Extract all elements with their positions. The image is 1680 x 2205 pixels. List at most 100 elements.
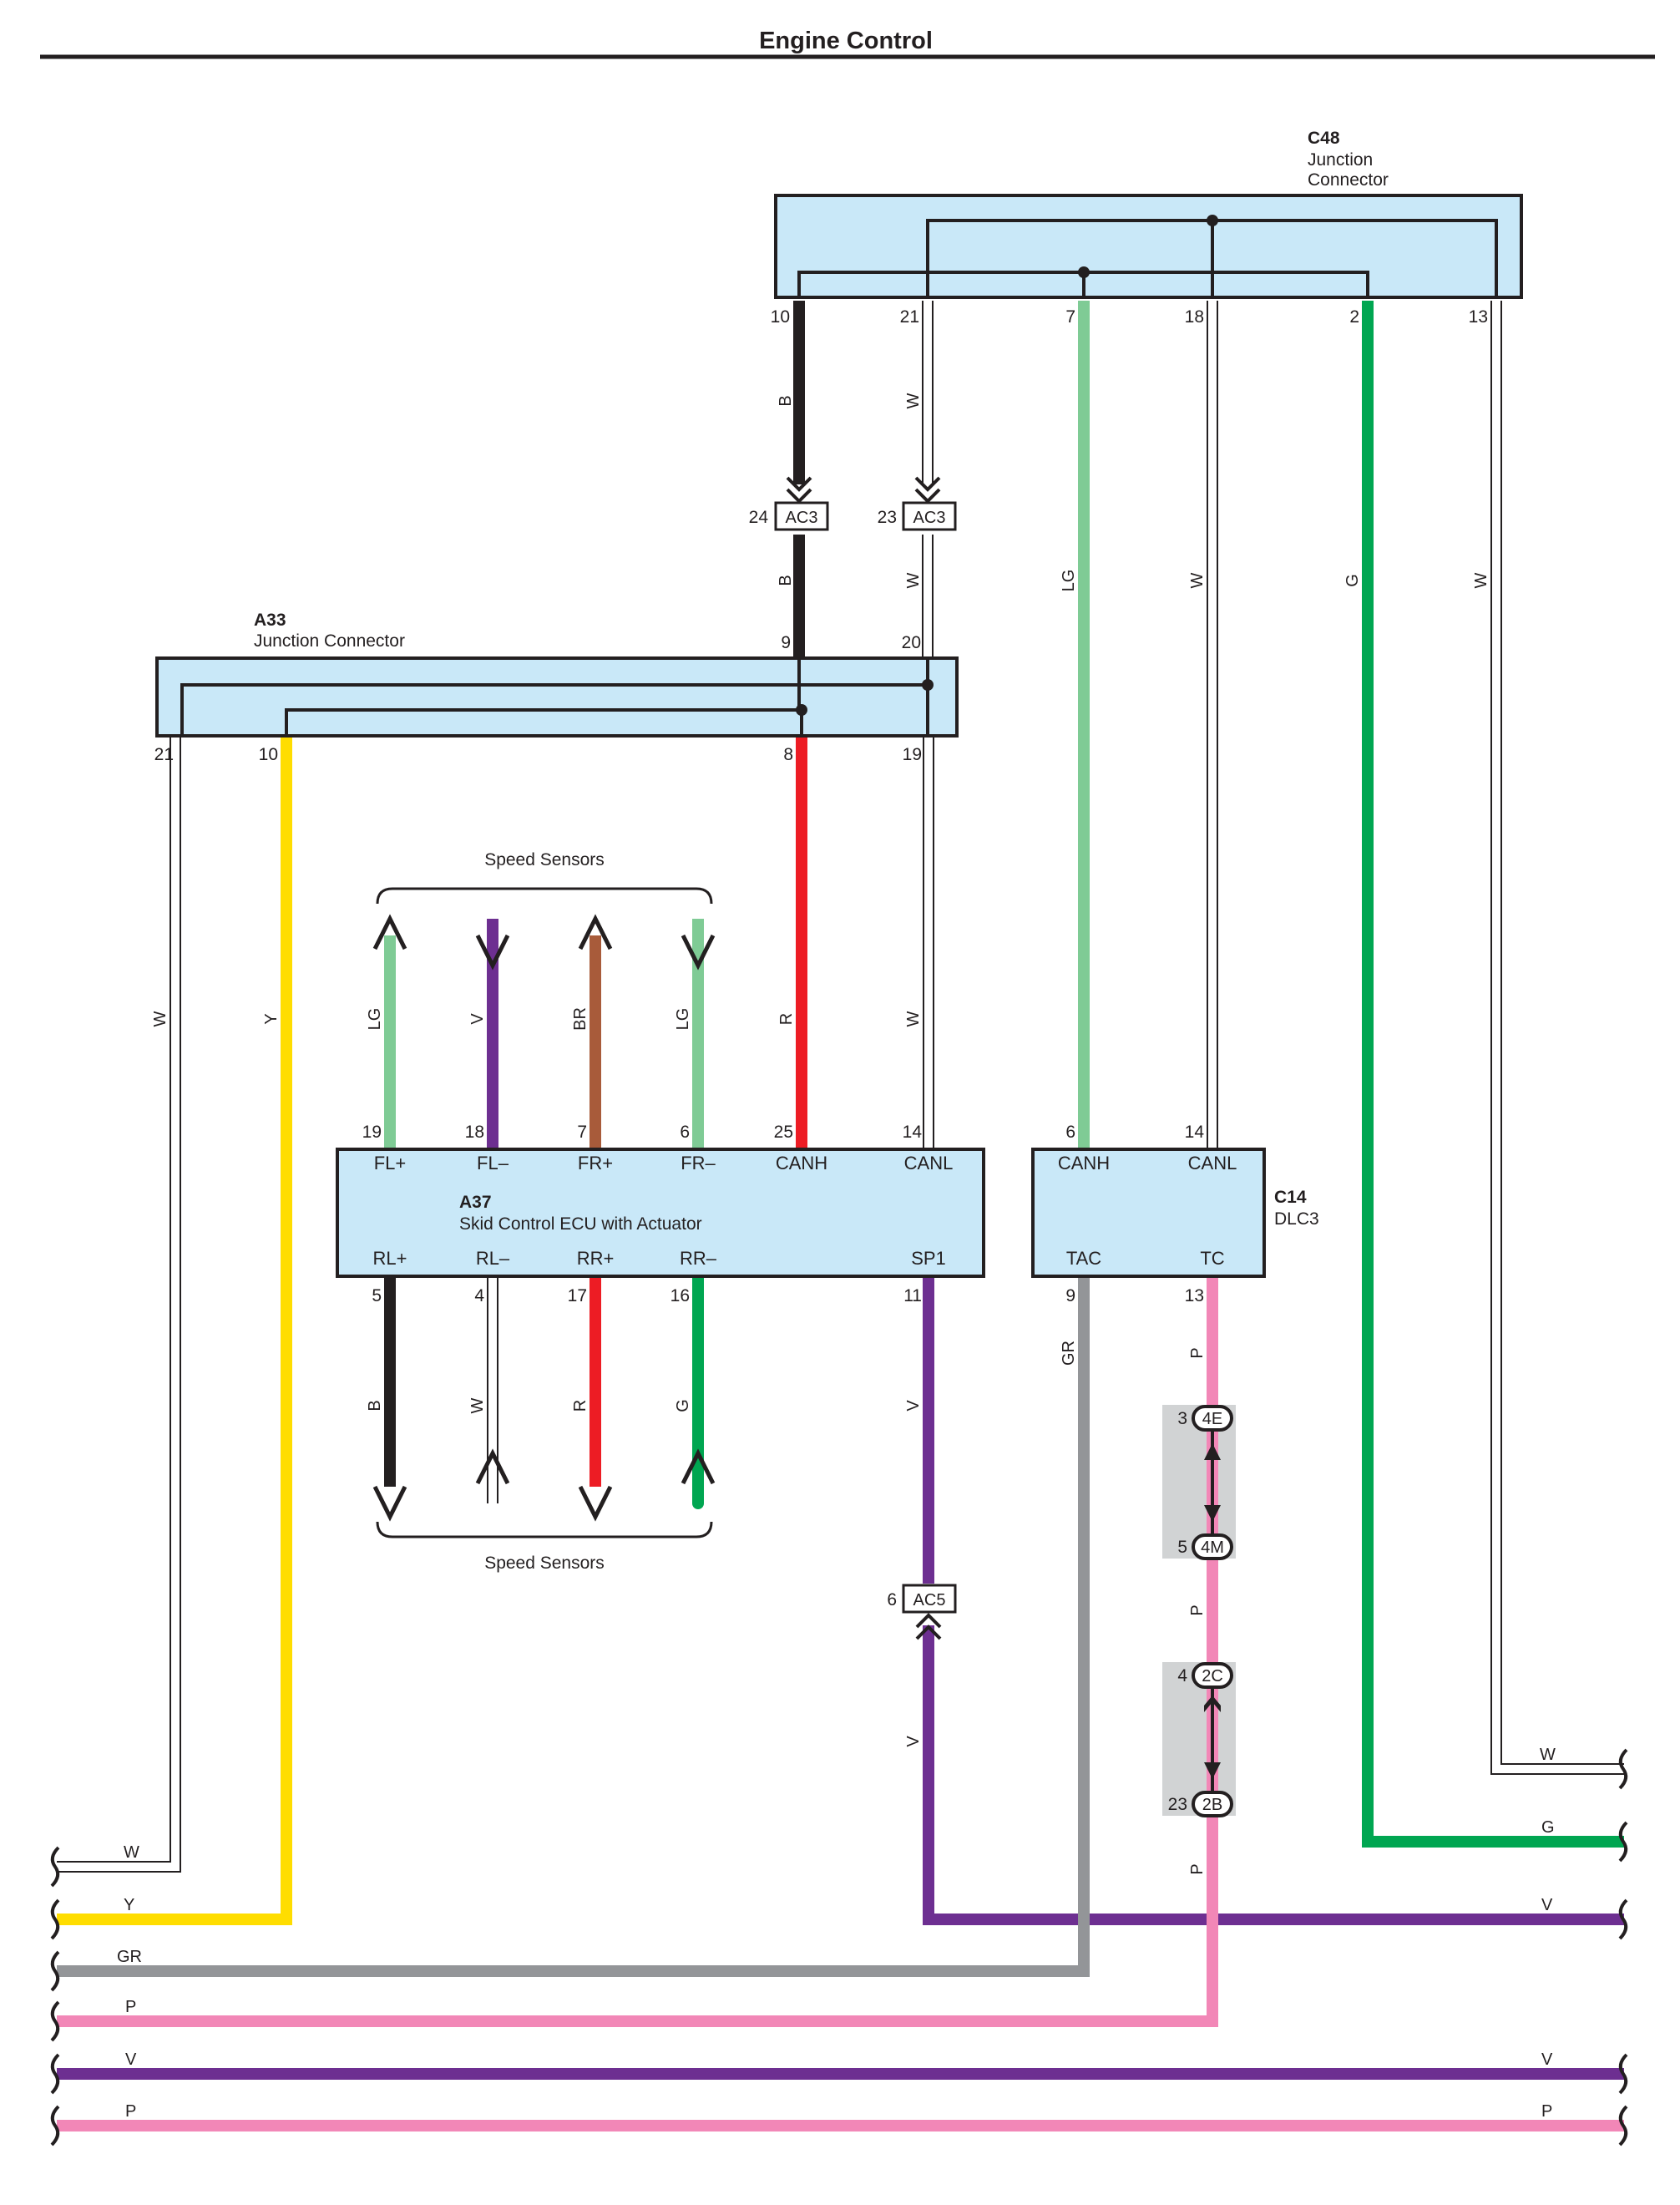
speed-sensors-bottom: Speed Sensors: [372, 1448, 716, 1573]
a37-pin-bottom-16: 16: [670, 1286, 690, 1305]
c48-id: C48: [1308, 129, 1340, 148]
conn-4e-pin: 3: [1177, 1409, 1187, 1428]
page-title: Engine Control: [759, 28, 933, 54]
ac3-24-code: AC3: [786, 509, 818, 527]
conn-2b-pin: 23: [1168, 1795, 1187, 1814]
left-break-symbols: [50, 1846, 60, 2147]
code-y1: Y: [262, 1013, 281, 1024]
component-c14: 6 14 CANH CANL TAC TC 9 13 C14 DLC3: [1031, 1123, 1319, 1305]
conn-2b-code: 2B: [1202, 1796, 1222, 1814]
edge-left-y: Y: [124, 1896, 134, 1914]
edge-right-v: V: [1541, 1896, 1553, 1914]
a37-pin-top-6: 6: [680, 1123, 690, 1142]
code-v3: V: [904, 1736, 923, 1747]
c14-pin-bottom-13: 13: [1185, 1286, 1204, 1305]
conn-4e-code: 4E: [1202, 1410, 1222, 1428]
a37-pin-bottom-4: 4: [474, 1286, 484, 1305]
a37-sig-rr-minus: RR–: [680, 1248, 717, 1269]
code-p1: P: [1188, 1347, 1207, 1358]
c48-splice-2: [1078, 266, 1090, 278]
c14-pin-top-6: 6: [1065, 1123, 1075, 1142]
a33-pin-9: 9: [781, 633, 791, 652]
c14-pin-bottom-9: 9: [1065, 1286, 1075, 1305]
arrow-down-b: [372, 1485, 407, 1522]
code-lg1: LG: [1060, 570, 1078, 592]
conn-4m-pin: 5: [1177, 1538, 1187, 1557]
inline-ac5-6: AC5 6: [887, 1584, 957, 1640]
a37-pin-bottom-17: 17: [568, 1286, 587, 1305]
arrow-up-br: [578, 914, 613, 950]
right-break-symbols: [1618, 1748, 1628, 2147]
a37-body: [336, 1148, 985, 1278]
c14-id: C14: [1274, 1188, 1307, 1207]
a37-pin-bottom-11: 11: [903, 1286, 922, 1305]
speed-sensors-top: Speed Sensors: [372, 850, 716, 971]
conn-2c-code: 2C: [1202, 1667, 1223, 1685]
code-b2: B: [777, 575, 795, 585]
wire-v-sp1-b: [923, 1625, 1624, 1925]
a37-id: A37: [459, 1193, 492, 1212]
edge-right-w: W: [1540, 1746, 1556, 1764]
a37-sig-rl-minus: RL–: [476, 1248, 510, 1269]
code-r1: R: [777, 1013, 796, 1025]
ac3-23-pin: 23: [878, 508, 897, 527]
code-br1: BR: [571, 1007, 590, 1031]
inline-ac3-23: AC3 23: [878, 476, 957, 531]
ac5-6-code: AC5: [913, 1591, 946, 1609]
c48-pin-18: 18: [1185, 307, 1204, 327]
wires: [57, 301, 1624, 2132]
connector-c48: C48 Junction Connector 10 21 7 18 2 13: [771, 129, 1523, 327]
edge-right-v2: V: [1541, 2050, 1553, 2069]
a37-pin-bottom-5: 5: [372, 1286, 382, 1305]
code-lg2: LG: [366, 1008, 384, 1031]
arrow-up-lg: [372, 914, 407, 950]
code-v2: V: [904, 1400, 923, 1412]
a37-sig-canl: CANL: [904, 1153, 954, 1173]
left-edge-labels: W Y GR P V P: [117, 1843, 142, 2121]
a37-pin-top-19: 19: [362, 1123, 382, 1142]
edge-left-p: P: [125, 1998, 136, 2016]
a33-pin-10: 10: [259, 745, 278, 764]
a33-body: [155, 656, 959, 738]
tc-connector-group-lower: 2C 4 2B 23: [1162, 1662, 1236, 1817]
speed-sensors-brace-bottom: [376, 1521, 713, 1538]
edge-right-p: P: [1541, 2102, 1552, 2121]
arrow-down-r: [578, 1485, 613, 1522]
code-b3: B: [366, 1400, 384, 1411]
conn-2c-pin: 4: [1177, 1666, 1187, 1685]
a33-splice-2: [796, 704, 807, 716]
a33-pin-8: 8: [783, 745, 793, 764]
c14-body: [1031, 1148, 1266, 1278]
a33-splice-1: [922, 679, 934, 691]
a33-pin-21: 21: [154, 745, 174, 764]
code-v1: V: [468, 1013, 487, 1025]
wire-w-a33-21: [57, 738, 181, 1873]
a37-sig-sp1: SP1: [911, 1248, 946, 1269]
c14-sig-canl: CANL: [1188, 1153, 1237, 1173]
edge-left-p2: P: [125, 2102, 136, 2121]
connector-a33: A33 Junction Connector 9 20 21 10 8 19: [154, 611, 959, 764]
code-r2: R: [571, 1400, 590, 1412]
code-b1: B: [777, 395, 795, 406]
c48-pin-10: 10: [771, 307, 790, 327]
right-edge-labels: W G V V P: [1540, 1746, 1556, 2121]
code-g2: G: [674, 1399, 692, 1412]
c14-sig-tac: TAC: [1066, 1248, 1101, 1269]
speed-sensors-brace-top: [376, 887, 713, 905]
a37-sig-fl-minus: FL–: [477, 1153, 509, 1173]
wire-gr-c14-9: [57, 1276, 1090, 1977]
a37-pin-top-25: 25: [774, 1123, 793, 1142]
wire-code-labels: B W B W LG W G W W Y LG V BR LG R W B W …: [151, 393, 1490, 1874]
a37-sig-rl-plus: RL+: [373, 1248, 407, 1269]
c48-name-line2: Connector: [1308, 170, 1389, 190]
wire-p-c14-13: [57, 1276, 1218, 2027]
code-w4: W: [1472, 572, 1490, 588]
a37-sig-rr-plus: RR+: [577, 1248, 615, 1269]
c14-sig-tc: TC: [1200, 1248, 1224, 1269]
c48-pin-21: 21: [900, 307, 919, 327]
a33-internal-bus: [180, 658, 929, 736]
edge-left-gr: GR: [117, 1948, 142, 1966]
wire-w-c48-13: [1490, 301, 1624, 1775]
code-w2: W: [904, 572, 923, 588]
